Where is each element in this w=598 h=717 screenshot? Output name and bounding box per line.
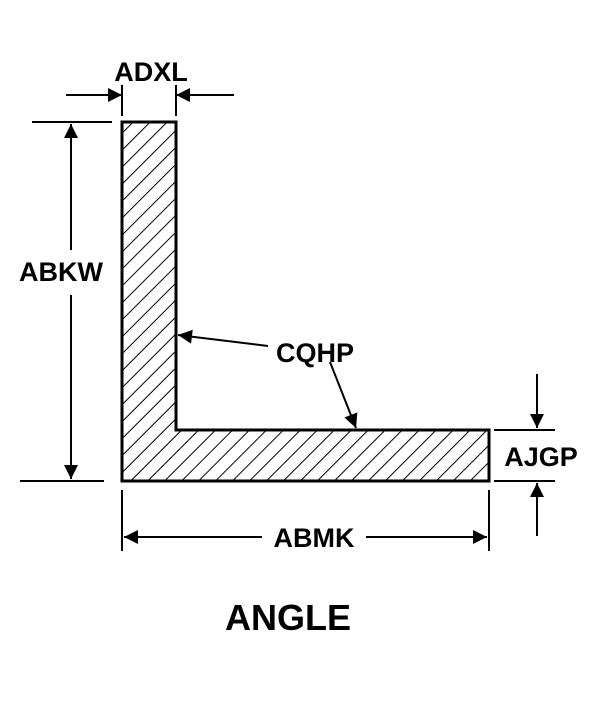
abmk-label: ABMK	[274, 523, 355, 553]
abmk-dimension	[121, 490, 490, 551]
adxl-label: ADXL	[114, 57, 188, 87]
ajgp-label: AJGP	[504, 442, 578, 472]
abkw-dimension	[20, 121, 112, 482]
diagram-title: ANGLE	[225, 597, 351, 638]
abkw-label: ABKW	[19, 257, 103, 287]
cqhp-leaders	[177, 329, 358, 429]
cqhp-label: CQHP	[276, 338, 354, 368]
angle-profile	[120, 120, 491, 483]
adxl-dimension	[66, 85, 234, 116]
ajgp-dimension	[494, 374, 555, 536]
